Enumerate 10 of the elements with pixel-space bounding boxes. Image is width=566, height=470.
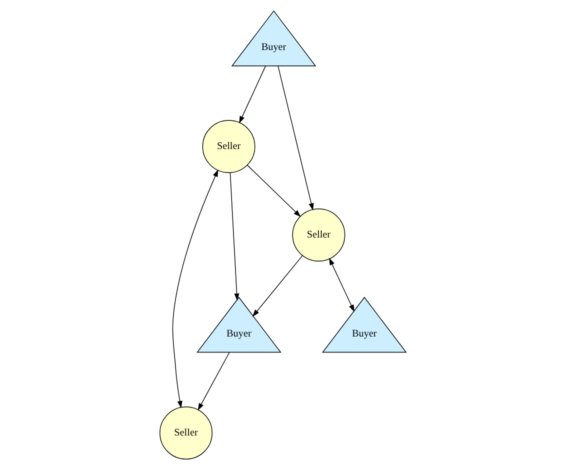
arrow [198,352,230,411]
node-circle: Seller [160,406,212,460]
arrow [329,258,354,312]
arrow [172,170,218,408]
arrow [278,66,314,211]
arrow [230,172,240,301]
arrow [252,255,303,317]
arrow [246,164,301,217]
arrow [239,66,266,124]
node-circle: Seller [202,120,256,173]
